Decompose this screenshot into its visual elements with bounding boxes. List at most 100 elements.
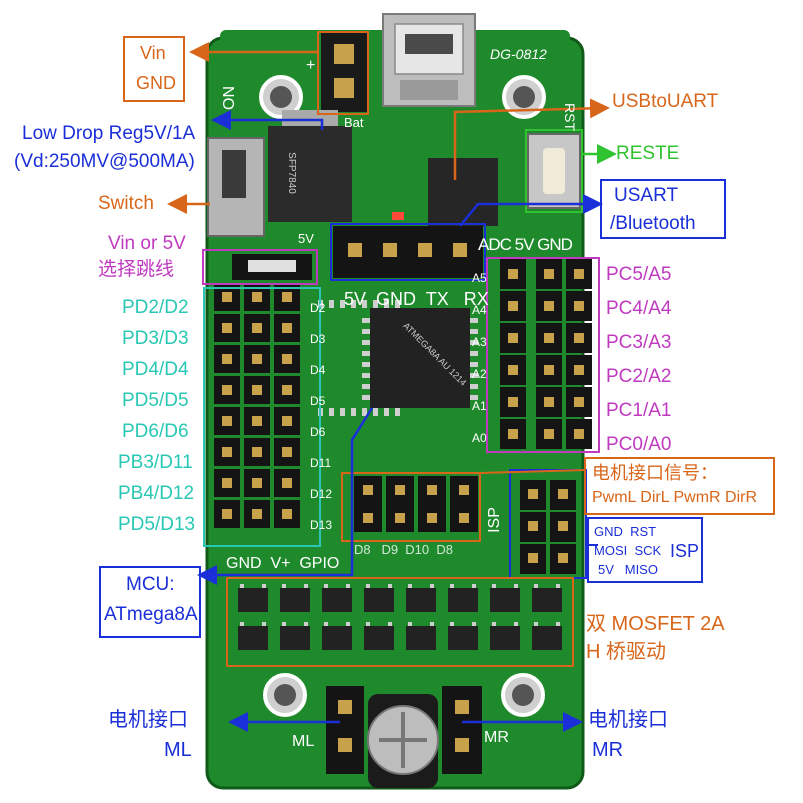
mosfet-chip	[406, 626, 436, 650]
motor-signal-header	[354, 476, 478, 532]
ldo-label-1: Low Drop Reg5V/1A	[22, 123, 196, 144]
gnd-label: GND	[136, 73, 176, 93]
mosfet-lead	[556, 584, 560, 588]
mosfet-lead	[408, 622, 412, 626]
mcu-arrow	[197, 407, 374, 585]
mosfet-chip	[406, 588, 436, 612]
mosfet-lead	[472, 584, 476, 588]
mcu-pin	[362, 395, 370, 400]
header-pin	[544, 397, 554, 407]
header-pin	[427, 513, 437, 523]
mosfet-chip	[280, 588, 310, 612]
mcu-pin	[470, 362, 478, 367]
mcu-pin	[362, 340, 370, 345]
mosfet-lead	[262, 622, 266, 626]
silk-adc-row: ADC 5V GND	[478, 235, 573, 254]
header-pin	[558, 489, 568, 499]
ldo-arrow	[211, 110, 324, 130]
header-pin	[222, 416, 232, 426]
usart-arrow	[459, 194, 603, 227]
mosfet-chip	[448, 588, 478, 612]
pd-pin-label: PD4/D4	[122, 359, 189, 380]
header-pin	[282, 478, 292, 488]
pd-pin-label: PD2/D2	[122, 297, 189, 318]
pd-pin-label: PD3/D3	[122, 328, 189, 349]
usbuart-arrow	[453, 98, 610, 180]
mosfet-lead	[324, 584, 328, 588]
reste-label: RESTE	[616, 143, 680, 164]
header-pin	[459, 485, 469, 495]
mosfet-lead	[450, 622, 454, 626]
pd-pin-label: PD5/D13	[118, 514, 196, 535]
usb-uart-chip	[428, 158, 498, 226]
silk-rst: RST	[562, 103, 578, 131]
mcu-pin	[362, 362, 370, 367]
motor-signal-frame	[584, 457, 775, 515]
header-pin	[282, 354, 292, 364]
mr-label-2: MR	[592, 739, 624, 761]
reset-button	[527, 133, 581, 209]
mosfet-lead	[534, 584, 538, 588]
mosfet-lead	[514, 622, 518, 626]
mosfet-lead	[472, 622, 476, 626]
silk-bottom-row: GND V+ GPIO	[226, 555, 340, 572]
pc-pin-label: PC3/A3	[606, 332, 672, 353]
pc-pin-label: PC0/A0	[606, 434, 672, 455]
header-pin	[574, 365, 584, 375]
header-pin	[222, 354, 232, 364]
silk-left-pin: D12	[310, 487, 333, 501]
power-header	[321, 32, 369, 112]
silk-left-pin: D2	[310, 301, 326, 315]
mosfet-lead	[346, 622, 350, 626]
isp-pins-3: 5V MISO	[598, 562, 658, 577]
isp-pins-2: MOSI SCK	[594, 543, 662, 558]
usb-connector	[382, 13, 476, 107]
mosfet-chip	[448, 626, 478, 650]
header-pin	[252, 292, 262, 302]
silk-left-pin: D3	[310, 332, 326, 346]
reg-chip-marking: SFP7840	[285, 152, 297, 194]
silk-ml: ML	[292, 733, 315, 750]
mcu-pin	[470, 340, 478, 345]
mcu-pin	[470, 329, 478, 334]
mcu-pin	[340, 300, 345, 308]
motor-signal-connector	[479, 469, 586, 474]
mcu-pin	[329, 408, 334, 416]
mosfet-lead	[366, 622, 370, 626]
header-pin	[222, 323, 232, 333]
silk-left-pin: D11	[310, 456, 332, 470]
mosfet-lead	[534, 622, 538, 626]
motor-connector-left	[326, 686, 364, 774]
header-pin	[282, 292, 292, 302]
isp-header	[520, 480, 576, 574]
header-pin	[252, 385, 262, 395]
silk-mr: MR	[484, 729, 509, 746]
switch-label: Switch	[98, 193, 154, 214]
mosfet-lead	[492, 622, 496, 626]
mosfet-lead	[388, 622, 392, 626]
header-pin	[222, 292, 232, 302]
vin-or-5v-label-1: Vin or 5V	[108, 233, 186, 254]
header-pin	[574, 333, 584, 343]
mcu-pin	[373, 408, 378, 416]
pd-pin-label: PD6/D6	[122, 421, 189, 442]
header-pin	[528, 489, 538, 499]
header-pin	[252, 509, 262, 519]
vin-or-5v-label-2: 选择跳线	[98, 259, 175, 280]
header-pin	[222, 385, 232, 395]
right-pin-headers	[500, 259, 592, 449]
mosfet-lead	[282, 622, 286, 626]
mcu-pin	[470, 395, 478, 400]
mosfet-label-2: H 桥驱动	[586, 641, 666, 663]
silk-serial-row: 5V GND TX RX	[344, 289, 489, 309]
header-pin	[544, 269, 554, 279]
mcu-pin	[470, 351, 478, 356]
header-pin	[222, 447, 232, 457]
vin-gnd-frame	[123, 36, 185, 102]
silk-plus: +	[306, 57, 316, 74]
left-headers-outline	[203, 287, 321, 547]
header-pin	[508, 397, 518, 407]
mosfet-chip	[322, 626, 352, 650]
silk-bat: Bat	[344, 115, 364, 130]
